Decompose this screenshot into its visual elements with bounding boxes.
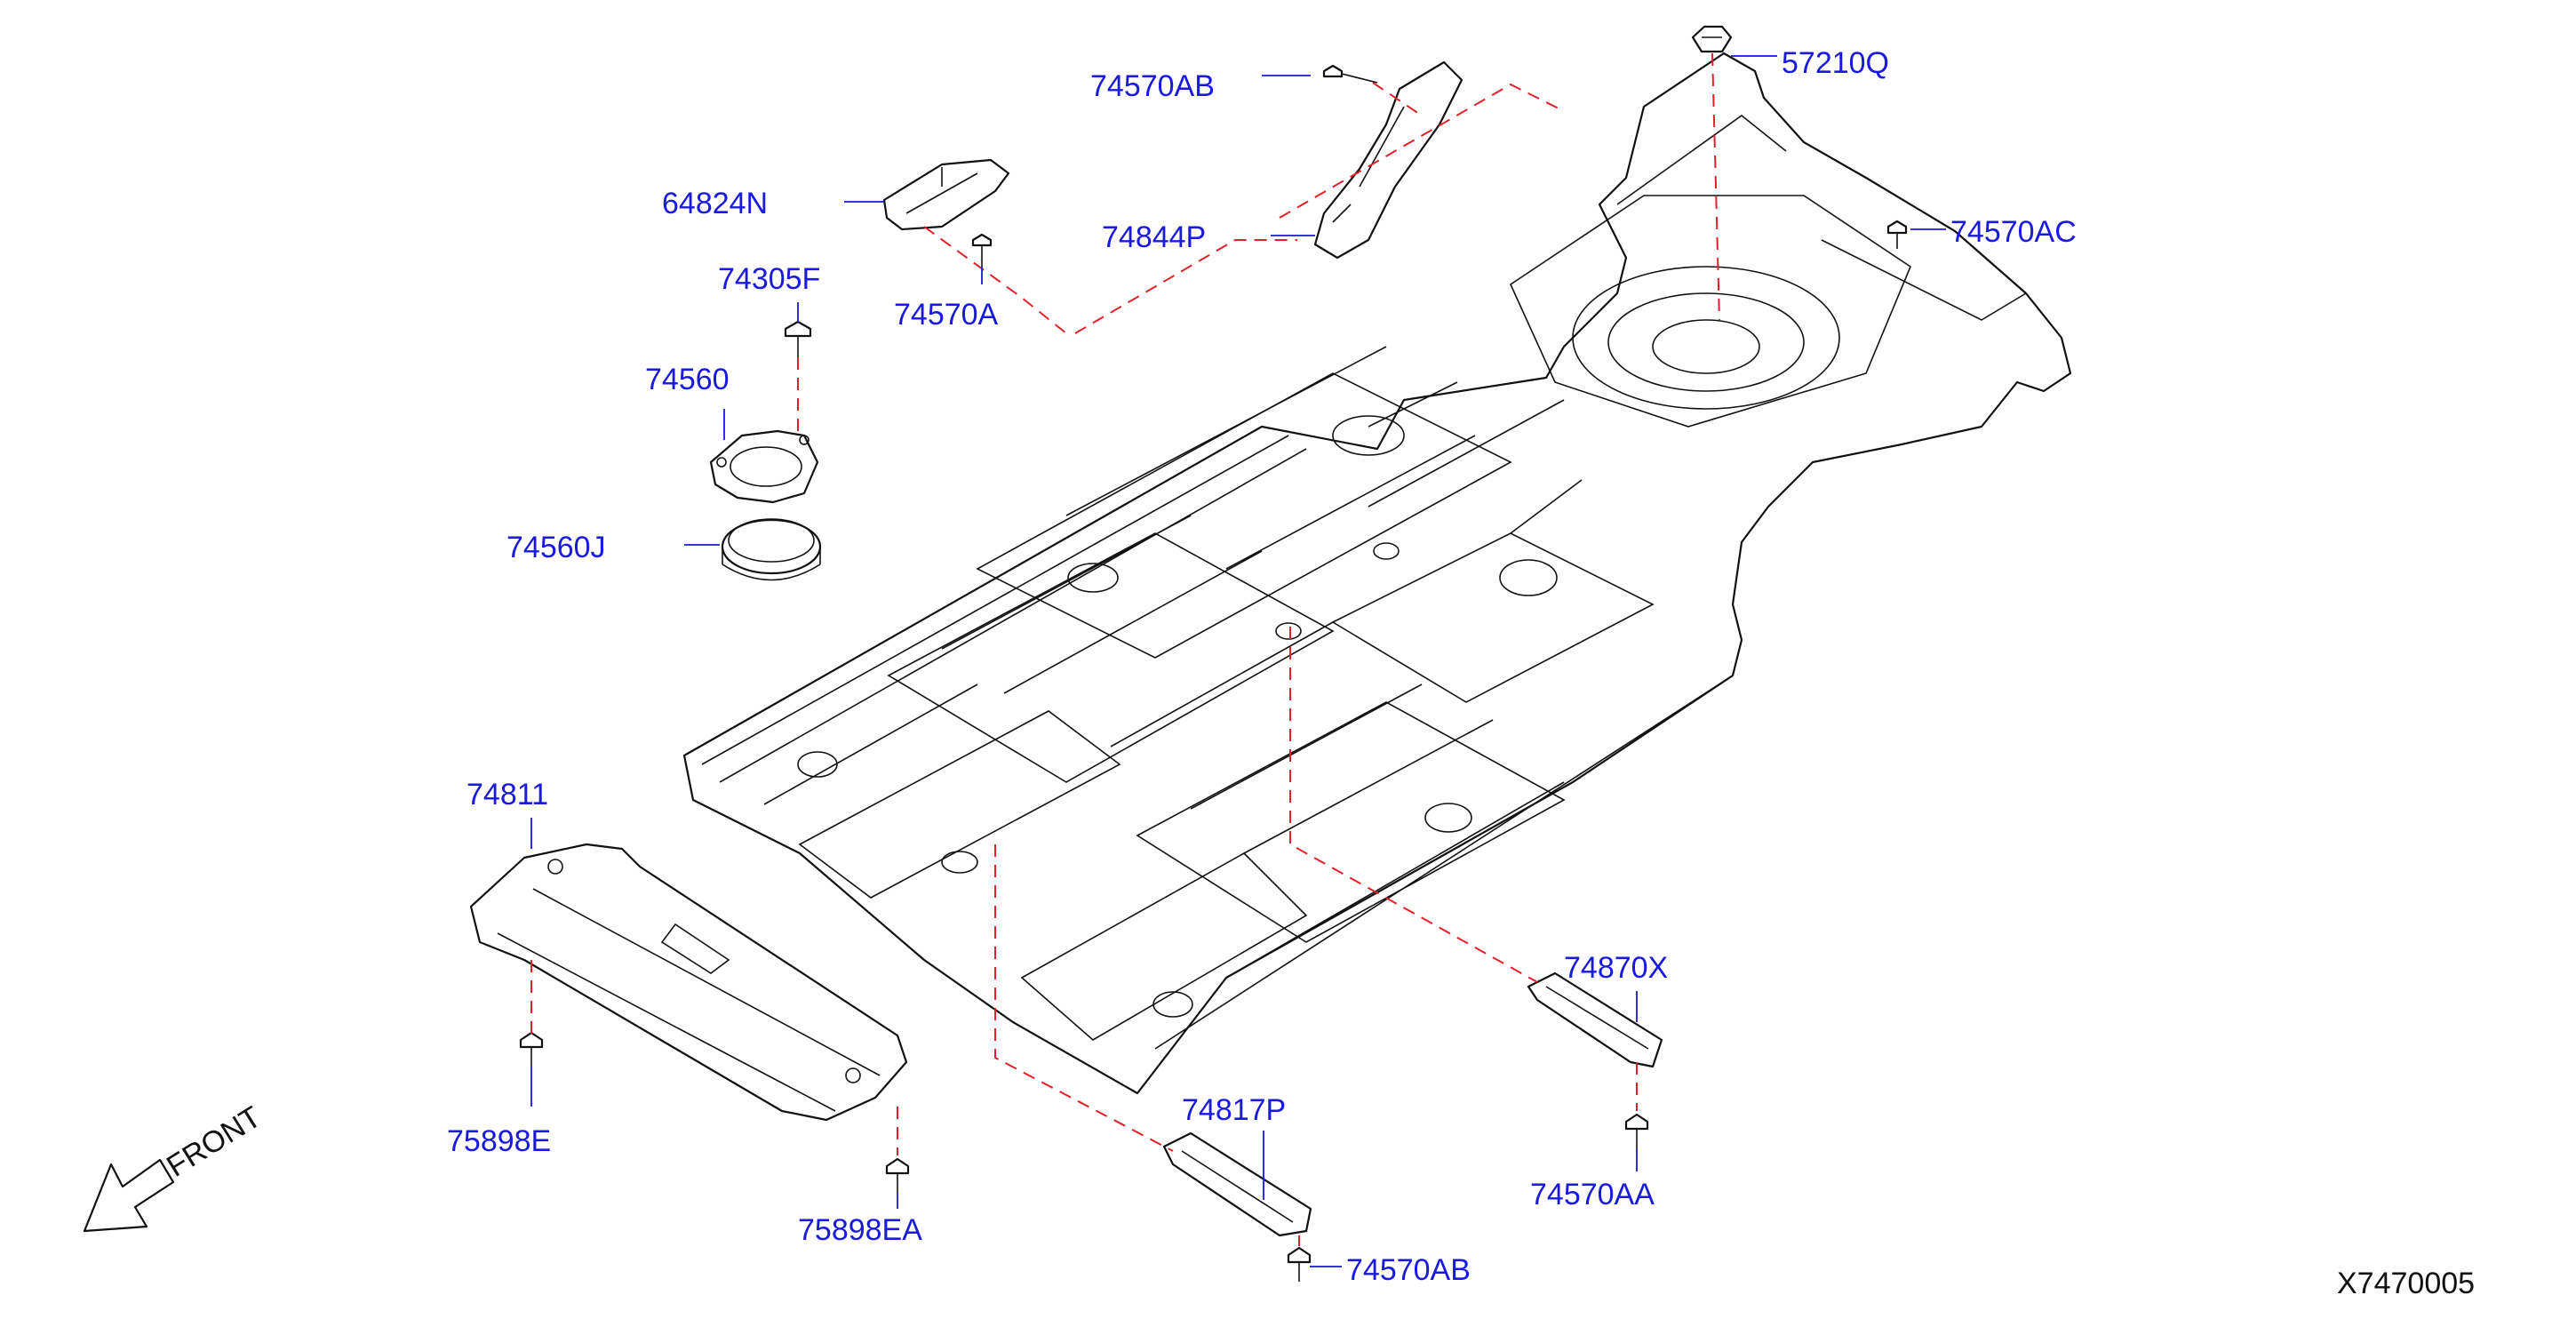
screw-75898ea xyxy=(885,1157,910,1193)
callout-74560j: 74560J xyxy=(506,531,606,564)
bracket-74817p xyxy=(1162,1131,1312,1237)
callout-74844p: 74844P xyxy=(1102,220,1206,254)
bracket-64824n xyxy=(882,158,1010,231)
callout-74570a: 74570A xyxy=(894,298,999,332)
screw-75898e xyxy=(519,1031,544,1067)
callout-74870x: 74870X xyxy=(1564,951,1668,985)
callout-64824n: 64824N xyxy=(662,187,768,220)
callout-74305f: 74305F xyxy=(718,262,820,296)
callout-74560: 74560 xyxy=(645,363,730,396)
clip-57210q xyxy=(1691,25,1733,53)
screw-74570a xyxy=(971,233,993,267)
bracket-74870x xyxy=(1527,971,1663,1068)
floor-panel xyxy=(682,52,2072,1095)
assembly-guides xyxy=(530,52,1720,1246)
bracket-74844p xyxy=(1313,60,1463,260)
callout-57210q: 57210Q xyxy=(1782,46,1889,80)
callout-74811: 74811 xyxy=(467,778,548,811)
screw-74570ab-bottom xyxy=(1287,1246,1312,1282)
screw-74570ac xyxy=(1886,220,1908,249)
screw-74305f xyxy=(784,320,812,357)
callout-74570ab-bottom: 74570AB xyxy=(1346,1253,1471,1287)
plate-74560 xyxy=(709,429,819,504)
front-label: FRONT xyxy=(161,1100,267,1184)
front-arrow-icon xyxy=(83,1158,175,1233)
callout-74570ac: 74570AC xyxy=(1950,215,2077,249)
screw-74570aa xyxy=(1624,1113,1649,1148)
ring-74560j xyxy=(721,518,822,581)
diagram-code: X7470005 xyxy=(2337,1267,2475,1300)
callout-75898ea: 75898EA xyxy=(798,1213,922,1247)
callout-74570aa: 74570AA xyxy=(1530,1178,1655,1211)
callout-74570ab-top: 74570AB xyxy=(1090,69,1215,103)
callout-74817p: 74817P xyxy=(1182,1093,1286,1127)
undercover-74811 xyxy=(469,843,908,1122)
screw-74570ab-top xyxy=(1322,64,1378,84)
callout-leaders xyxy=(530,55,1946,1267)
callout-75898e: 75898E xyxy=(447,1124,551,1158)
